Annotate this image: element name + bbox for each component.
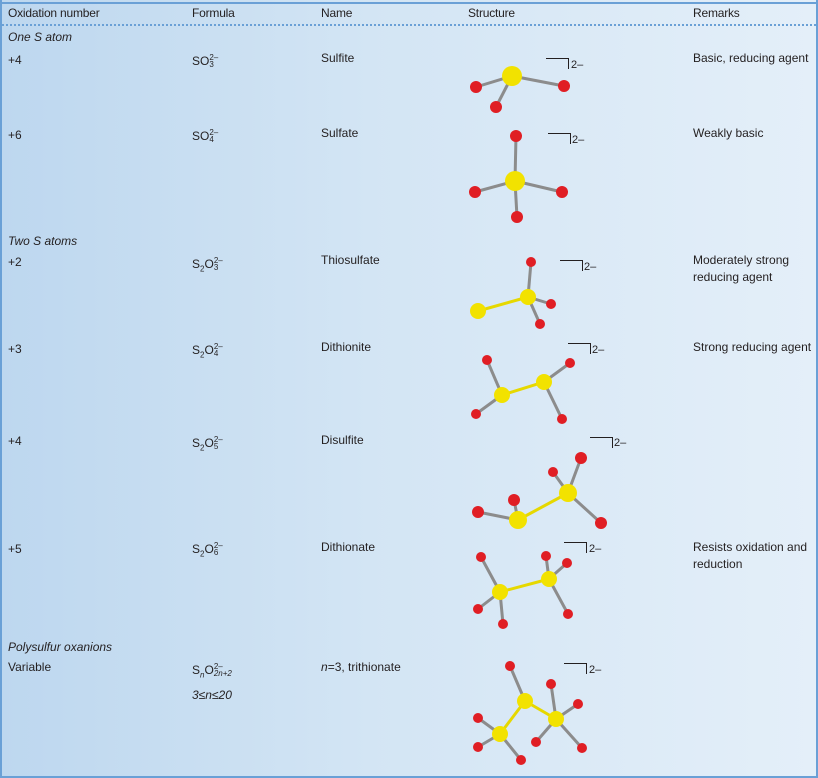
dithionate-structure (473, 551, 573, 629)
remarks: Weakly basic (693, 126, 764, 140)
section-two-s-atoms: Two S atoms (8, 234, 78, 248)
oxidation-number: +2 (8, 255, 22, 269)
anion-name: Thiosulfate (321, 253, 380, 267)
sulfur-atom (502, 66, 522, 86)
header-remarks: Remarks (693, 6, 740, 20)
charge-label: 2– (592, 344, 605, 356)
header-formula: Formula (192, 6, 235, 20)
remarks: Strong reducing agent (693, 340, 812, 354)
charge-label: 2– (571, 59, 584, 71)
anion-name: Dithionite (321, 340, 372, 354)
section-one-s-atom: One S atom (8, 30, 73, 44)
charge-bracket (560, 260, 583, 271)
header-structure: Structure (468, 6, 515, 20)
charge-label: 2– (614, 437, 627, 449)
charge-bracket (564, 663, 587, 674)
oxidation-number: +4 (8, 434, 22, 448)
anion-name: n=3, trithionate (321, 660, 401, 674)
oxygen-atom (490, 101, 502, 113)
oxidation-number: +3 (8, 342, 22, 356)
charge-bracket (590, 437, 613, 448)
charge-label: 2– (572, 134, 585, 146)
header-dotted-rule (2, 24, 816, 26)
sulfate-structure (469, 130, 568, 223)
remarks: Basic, reducing agent (693, 51, 809, 65)
charge-bracket (564, 542, 587, 553)
header-name: Name (321, 6, 353, 20)
charge-bracket (548, 133, 571, 144)
oxidation-number: +4 (8, 53, 22, 67)
charge-label: 2– (589, 543, 602, 555)
anion-name: Dithionate (321, 540, 376, 554)
charge-label: 2– (584, 261, 597, 273)
thiosulfate-structure (470, 257, 556, 329)
oxygen-atom (470, 81, 482, 93)
disulfite-structure (472, 452, 607, 529)
charge-bracket (546, 58, 569, 69)
section-polysulfur-oxanions: Polysulfur oxanions (8, 640, 113, 654)
oxidation-number: +6 (8, 128, 22, 142)
dithionite-structure (471, 355, 575, 424)
anion-name: Disulfite (321, 433, 364, 447)
anion-name: Sulfate (321, 126, 359, 140)
sulfite-structure (470, 66, 570, 113)
trithionate-structure (473, 661, 587, 765)
oxidation-number: Variable (8, 660, 52, 674)
anion-name: Sulfite (321, 51, 355, 65)
charge-bracket (568, 343, 591, 354)
n-range: 3≤n≤20 (192, 688, 232, 702)
header-top-rule (2, 2, 816, 4)
oxygen-atom (558, 80, 570, 92)
charge-label: 2– (589, 664, 602, 676)
oxidation-number: +5 (8, 542, 22, 556)
header-oxidation-number: Oxidation number (8, 6, 100, 20)
